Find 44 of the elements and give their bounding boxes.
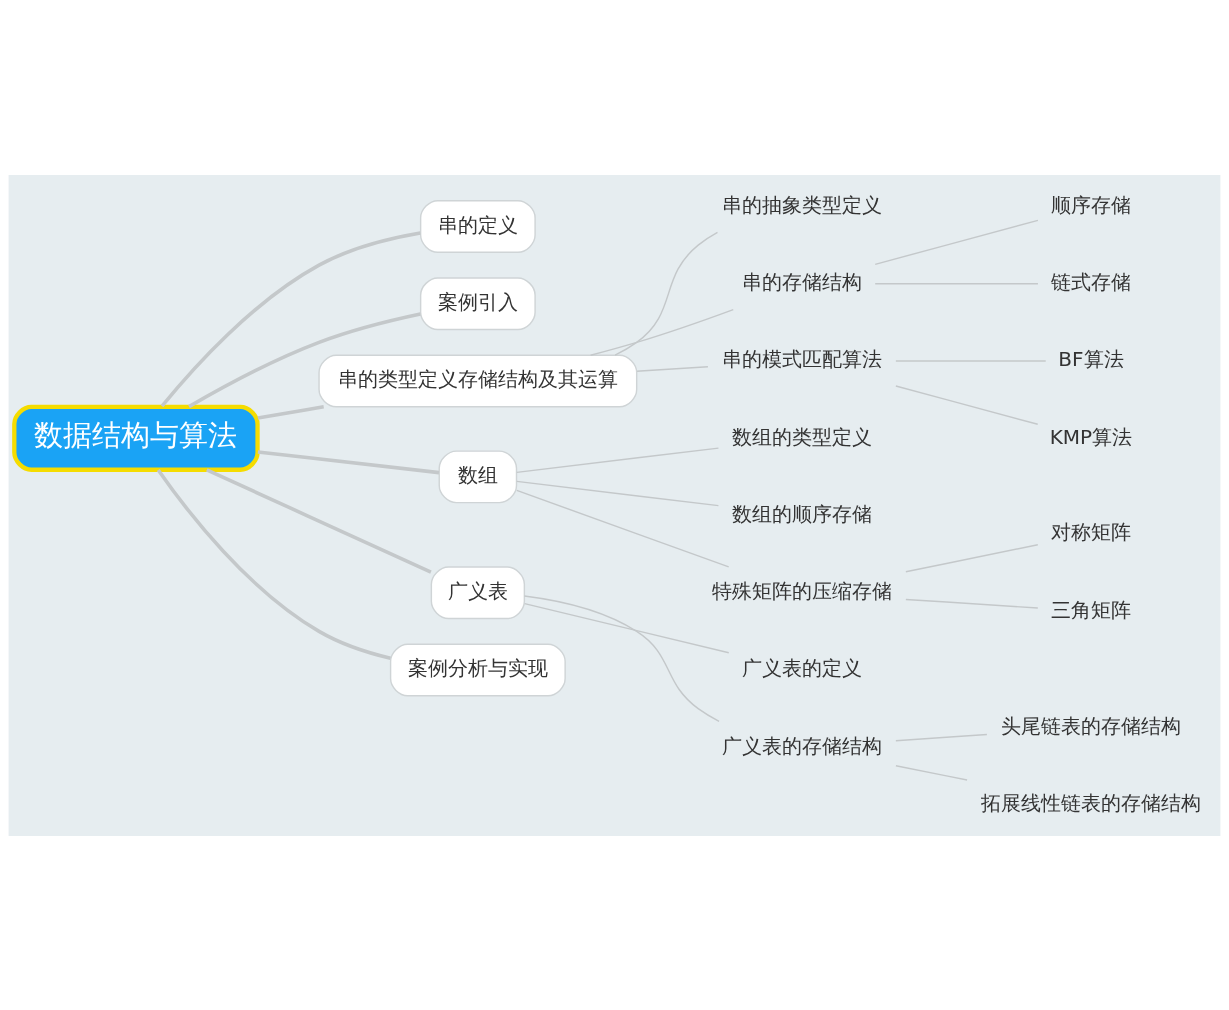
node-box: 案例引入	[419, 276, 536, 330]
node-text: 串的模式匹配算法	[721, 346, 882, 371]
node-text: 广义表的定义	[741, 655, 862, 680]
node-box: 数据结构与算法	[12, 404, 260, 472]
connector	[895, 764, 968, 781]
connector	[895, 384, 1039, 425]
connector	[516, 489, 730, 568]
node-box: 广义表	[430, 565, 526, 619]
node-text: 串的抽象类型定义	[721, 192, 882, 217]
node-text: 对称矩阵	[1050, 519, 1131, 544]
node-text: 三角矩阵	[1050, 597, 1131, 622]
connector	[516, 446, 720, 473]
connector	[523, 594, 720, 722]
node-text: BF算法	[1058, 346, 1124, 371]
node-text: 数组的顺序存储	[731, 501, 872, 526]
node-text: 特殊矩阵的压缩存储	[711, 578, 892, 603]
node-text: 广义表的存储结构	[721, 733, 882, 758]
connector	[874, 219, 1039, 265]
node-box: 串的类型定义存储结构及其运算	[318, 354, 638, 407]
connector	[257, 449, 440, 474]
node-text: 串的存储结构	[741, 269, 862, 294]
connector	[895, 733, 988, 742]
node-text: 拓展线性链表的存储结构	[980, 790, 1201, 815]
connector	[905, 543, 1039, 572]
connector	[206, 467, 432, 574]
connector	[523, 602, 730, 653]
connector	[614, 231, 719, 356]
connector	[156, 468, 391, 660]
connector	[160, 230, 421, 407]
node-text: 数组的类型定义	[731, 424, 872, 449]
node-text: 头尾链表的存储结构	[1000, 713, 1181, 738]
connector	[636, 365, 709, 372]
node-text: 链式存储	[1050, 269, 1131, 294]
connector	[257, 404, 324, 420]
node-text: 顺序存储	[1050, 192, 1131, 217]
node-box: 案例分析与实现	[389, 643, 566, 696]
node-text: KMP算法	[1049, 424, 1133, 449]
connector	[516, 480, 720, 506]
node-box: 串的定义	[419, 199, 536, 253]
connector	[589, 308, 734, 356]
node-box: 数组	[438, 449, 518, 503]
connector	[905, 598, 1039, 609]
connector	[188, 311, 421, 408]
connector	[874, 282, 1039, 284]
